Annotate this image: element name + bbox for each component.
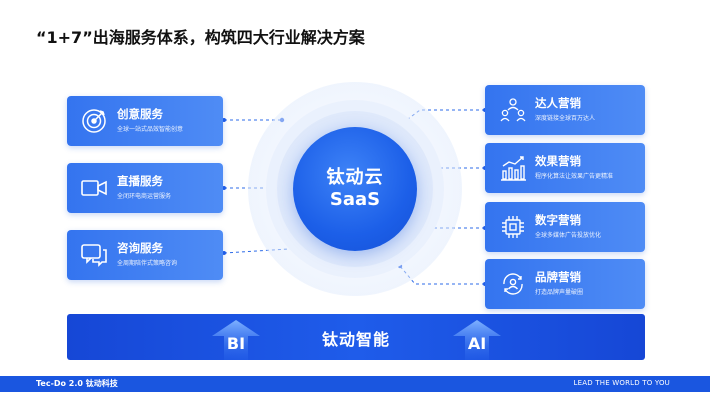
service-title: 品牌营销 [535, 270, 581, 284]
service-title: 创意服务 [117, 107, 163, 121]
intelligence-bar: BI 钛动智能 AI [67, 314, 645, 360]
service-card-creative: 创意服务 全球一站式品效智能创意 [67, 96, 223, 146]
service-card-digital: 数字营销 全球多媒体广告投放优化 [485, 202, 645, 252]
service-title: 咨询服务 [117, 241, 163, 255]
service-title: 达人营销 [535, 96, 581, 110]
center-line2: SaaS [329, 189, 381, 210]
ai-label: AI [467, 334, 487, 353]
bi-arrow-icon [212, 320, 260, 360]
service-subtitle: 全闭环电商运营服务 [117, 193, 172, 200]
ai-arrow-icon [453, 320, 501, 360]
footer-bar: Tec-Do 2.0 钛动科技 LEAD THE WORLD TO YOU [0, 376, 710, 392]
service-card-consult: 咨询服务 全周期陪伴式策略咨询 [67, 230, 223, 280]
bar-chart-icon [501, 156, 526, 181]
intelligence-bar-title: 钛动智能 [321, 330, 390, 349]
service-card-live: 直播服务 全闭环电商运营服务 [67, 163, 223, 213]
service-card-influencer: 达人营销 深度链接全球百万达人 [485, 85, 645, 135]
dot-left-3 [222, 251, 226, 255]
target-icon [82, 109, 106, 133]
service-title: 数字营销 [535, 213, 581, 227]
center-line1: 钛动云 [326, 167, 384, 188]
footer-slogan: LEAD THE WORLD TO YOU [573, 379, 670, 387]
service-subtitle: 程序化算法让效果广告更精准 [535, 173, 614, 180]
service-title: 直播服务 [117, 174, 163, 188]
service-card-performance: 效果营销 程序化算法让效果广告更精准 [485, 143, 645, 193]
service-subtitle: 全球一站式品效智能创意 [117, 126, 184, 133]
bi-label: BI [226, 334, 246, 353]
service-subtitle: 打造品牌声量破圈 [535, 289, 584, 296]
service-subtitle: 深度链接全球百万达人 [535, 115, 596, 122]
chip-icon [502, 216, 524, 238]
dot-left-1 [222, 118, 226, 122]
brand-user-icon [503, 273, 523, 295]
service-subtitle: 全球多媒体广告投放优化 [535, 232, 602, 239]
footer-brand: Tec-Do 2.0 钛动科技 [36, 379, 118, 388]
service-title: 效果营销 [535, 154, 581, 168]
dot-left-2 [222, 186, 226, 190]
service-subtitle: 全周期陪伴式策略咨询 [117, 260, 178, 267]
people-network-icon [500, 98, 526, 122]
service-card-brand: 品牌营销 打造品牌声量破圈 [485, 259, 645, 309]
center-saas-circle: 钛动云 SaaS [293, 127, 417, 251]
video-camera-icon [81, 180, 107, 196]
page-title: “1+7”出海服务体系，构筑四大行业解决方案 [36, 28, 365, 47]
chat-bubbles-icon [81, 244, 107, 267]
